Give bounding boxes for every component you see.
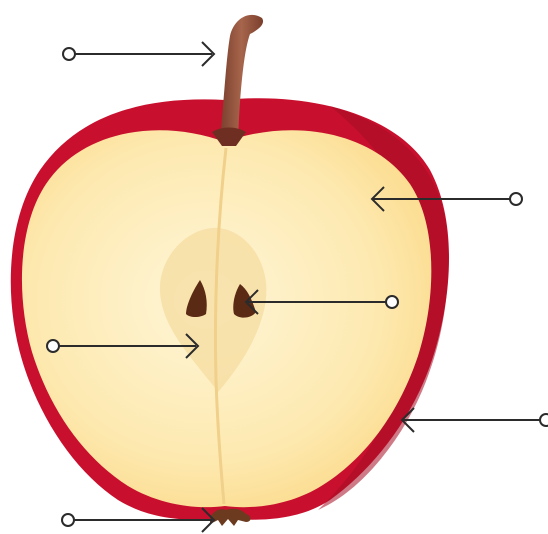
pointer-calyx-dot xyxy=(62,514,74,526)
pointer-seed-dot xyxy=(386,296,398,308)
pointer-flesh-dot xyxy=(510,193,522,205)
pointer-skin-dot xyxy=(540,414,548,426)
pointer-stem-dot xyxy=(63,48,75,60)
pointer-skin xyxy=(402,408,548,432)
pointer-stem xyxy=(63,42,214,66)
pointer-core-dot xyxy=(47,340,59,352)
